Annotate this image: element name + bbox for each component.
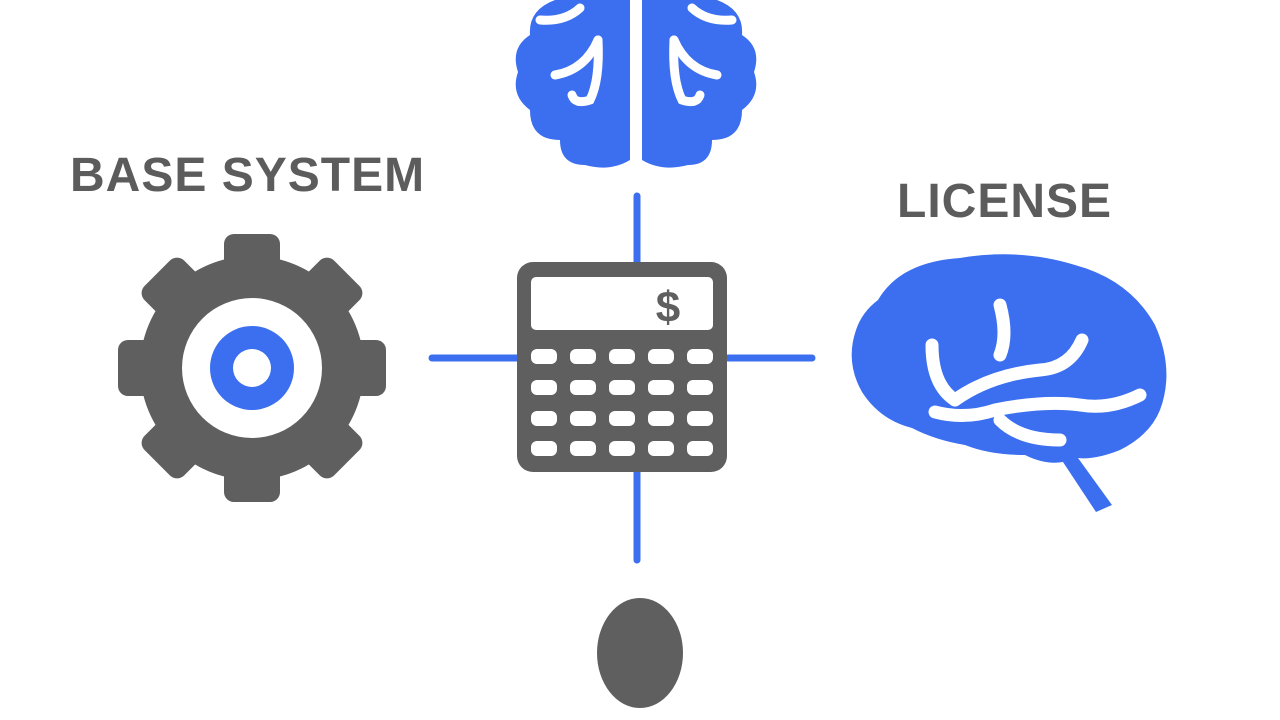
calculator-display [531,277,713,330]
brain-top-left-lobe [515,0,630,168]
gear-hole [233,349,271,387]
license-label: LICENSE [897,175,1113,228]
calculator-icon: $ [517,262,727,472]
base-system-label: BASE SYSTEM [70,149,426,202]
gear-icon [118,234,386,502]
brain-side-shape [851,254,1167,512]
brain-side-icon [851,254,1167,512]
brain-top-folds [535,3,737,107]
connector-lines [428,192,816,564]
brain-icon [515,0,757,168]
brain-top-right-lobe [642,0,757,168]
circle-icon [597,598,683,708]
calculator-keys [531,349,713,456]
brain-side-folds [925,298,1147,447]
calculator-display-symbol: $ [656,283,680,332]
